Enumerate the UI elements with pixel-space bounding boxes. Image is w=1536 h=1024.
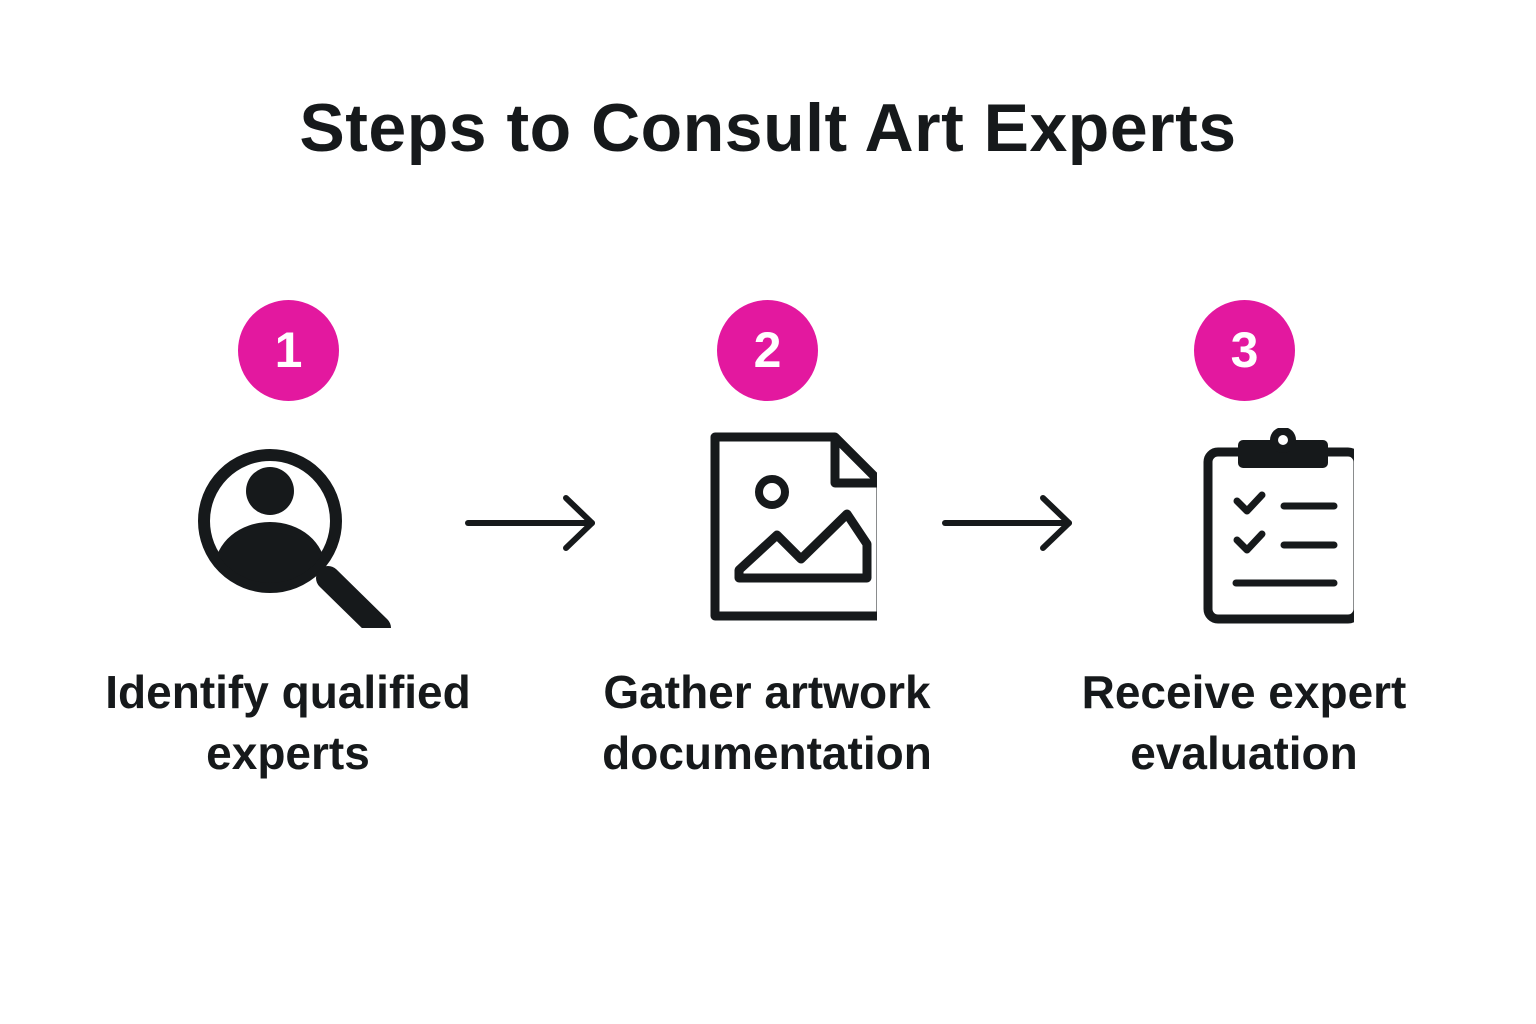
clipboard-checklist-icon xyxy=(1203,428,1354,624)
arrow-right-icon xyxy=(465,495,595,551)
arrow-right-icon xyxy=(942,495,1072,551)
step-number-badge: 1 xyxy=(238,300,339,401)
step-2: 2 Gather artwork documentation xyxy=(557,300,977,860)
step-label: Receive expert evaluation xyxy=(1081,666,1407,779)
step-number-badge: 3 xyxy=(1194,300,1295,401)
step-label: Gather artwork documentation xyxy=(602,666,932,779)
image-document-icon xyxy=(710,432,877,621)
search-person-icon xyxy=(198,449,391,628)
step-number-badge: 2 xyxy=(717,300,818,401)
step-label: Identify qualified experts xyxy=(105,666,471,779)
diagram-title: Steps to Consult Art Experts xyxy=(299,90,1237,166)
step-3: 3 Receive expert evaluation xyxy=(1034,300,1454,860)
step-1: 1 Identify qualified experts xyxy=(78,300,498,860)
